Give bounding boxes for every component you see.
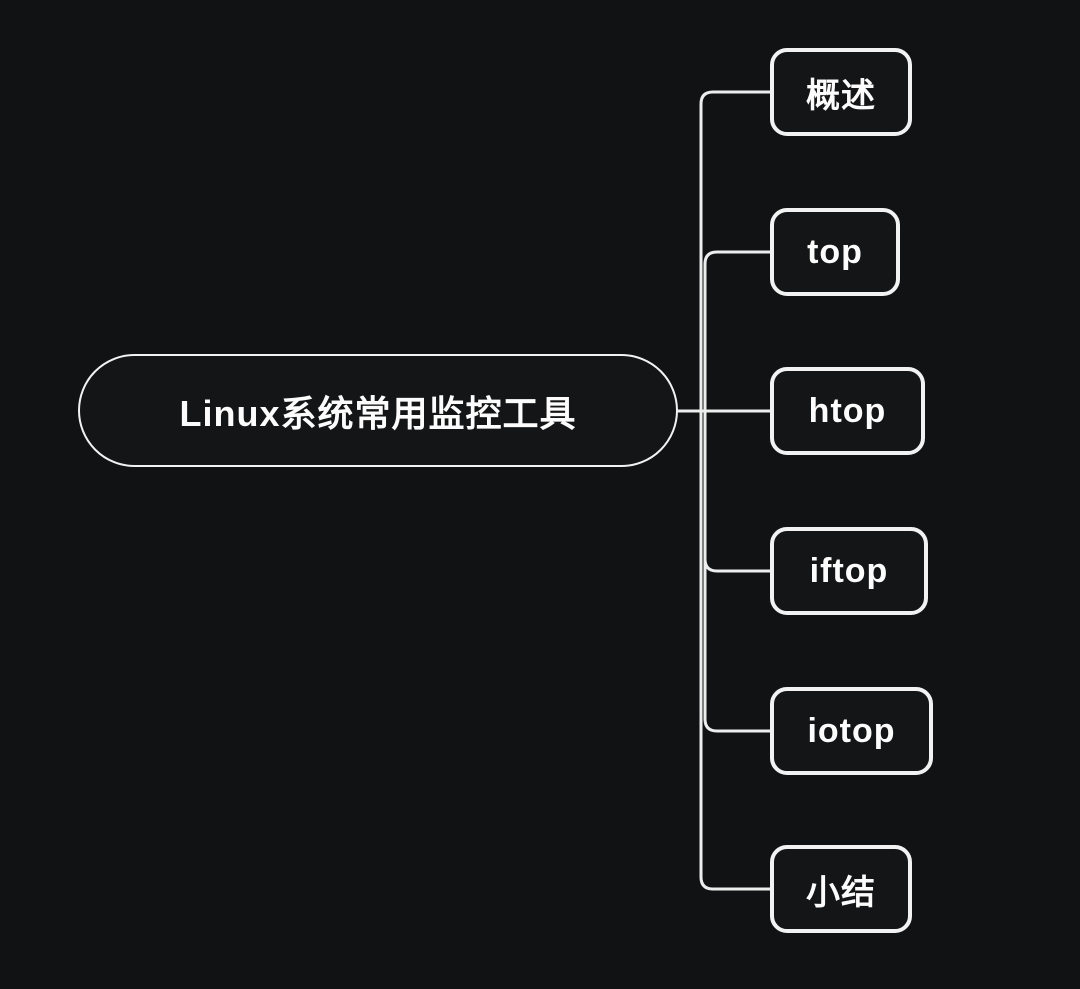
branch-node-summary[interactable]: 小结 (770, 845, 912, 933)
branch-label-iotop: iotop (807, 711, 896, 750)
branch-node-htop[interactable]: htop (770, 367, 925, 455)
central-topic-node[interactable]: Linux系统常用监控工具 (78, 354, 678, 467)
connector-overview-line (699, 90, 772, 413)
connector-iftop-line (703, 409, 772, 573)
connector-iotop-line (703, 409, 772, 733)
connector-summary-line (699, 409, 772, 891)
branch-label-top: top (807, 232, 863, 271)
branch-label-iftop: iftop (809, 551, 889, 590)
branch-node-overview[interactable]: 概述 (770, 48, 912, 136)
branch-node-iotop[interactable]: iotop (770, 687, 933, 775)
branch-label-overview: 概述 (806, 76, 876, 115)
connector-top-line (703, 250, 772, 413)
branch-node-top[interactable]: top (770, 208, 900, 296)
branch-node-iftop[interactable]: iftop (770, 527, 928, 615)
branch-label-htop: htop (808, 391, 887, 430)
central-topic-label: Linux系统常用监控工具 (179, 392, 577, 434)
branch-label-summary: 小结 (806, 873, 876, 912)
